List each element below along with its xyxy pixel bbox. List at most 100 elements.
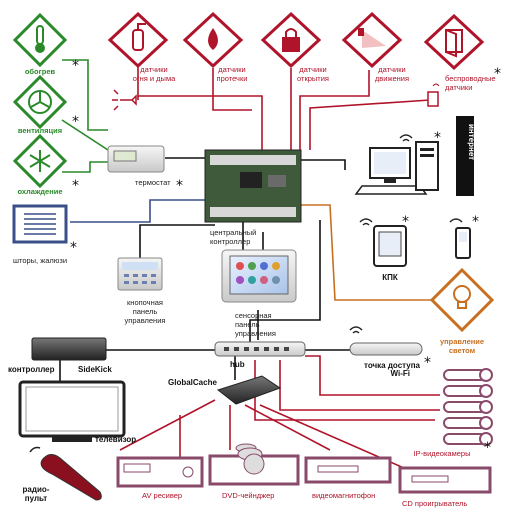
heating-frame <box>12 12 68 68</box>
open-sensor-label-1: датчики <box>299 65 326 74</box>
light-beam-icon <box>112 89 137 111</box>
wifi-ap-device <box>349 342 423 356</box>
star-heating: * <box>72 58 79 74</box>
phone-wifi-icon <box>449 218 463 223</box>
hub-node: hub <box>214 341 306 369</box>
keypad-buttons <box>124 274 156 284</box>
fire-smoke-sensor-node: датчики огня и дыма <box>107 11 176 83</box>
thermometer-icon <box>35 25 45 53</box>
cd-player-node: CD проигрыватель <box>398 466 492 508</box>
star-wifi-ap: * <box>424 355 431 371</box>
cooling-node: охлаждение <box>12 133 68 196</box>
leak-sensor-label-1: датчики <box>218 65 245 74</box>
star-ip-cameras: * <box>484 440 491 456</box>
ip-cameras-node: IP-видеокамеры <box>414 368 493 458</box>
globalcache-label: GlobalCache <box>168 378 217 387</box>
motion-beam-icon <box>358 28 386 48</box>
fire-extinguisher-icon <box>132 23 146 51</box>
touch-panel-screen <box>229 255 289 295</box>
wireless-sensor-label-2: датчики <box>445 83 472 92</box>
sidekick-label: контроллер <box>8 365 55 374</box>
internet-bar <box>456 116 474 196</box>
keypad-label-3: управления <box>125 316 166 325</box>
fire-sensor-label-2: огня и дыма <box>133 74 176 83</box>
lighting-label-2: светом <box>449 346 476 355</box>
pda-label: КПК <box>382 273 398 282</box>
av-receiver-label: AV ресивер <box>142 491 182 500</box>
internet-node: интернет <box>456 116 476 196</box>
lighting-label-1: управление <box>440 337 484 346</box>
motion-sensor-label-1: датчики <box>378 65 405 74</box>
controller-label-2: контроллер <box>210 237 250 246</box>
controller-label-1: центральный <box>210 228 256 237</box>
controller-chip <box>240 172 262 188</box>
controller-terminals-bottom <box>210 207 296 217</box>
snowflake-icon <box>29 150 51 172</box>
thermostat-node: термостат <box>107 145 171 187</box>
lighting-node: управление светом <box>429 267 495 355</box>
door-icon <box>445 29 463 58</box>
computer-node <box>354 134 439 195</box>
leak-sensor-node: датчики протечки <box>182 11 248 83</box>
star-cooling: * <box>72 178 79 194</box>
wifi-ap-node: точка доступа Wi-Fi <box>349 326 423 378</box>
open-sensor-node: датчики открытия <box>260 11 329 83</box>
pda-wifi-icon <box>359 218 373 226</box>
ap-wifi-icon <box>349 326 363 334</box>
wireless-device-icon <box>427 83 440 107</box>
controller-chip-2 <box>268 175 286 187</box>
keypad-node: кнопочная панель управления <box>117 257 166 325</box>
blinds-icon <box>24 213 56 235</box>
dvd-label: DVD-чейнджер <box>222 491 274 500</box>
ventilation-label: вентиляция <box>18 126 62 135</box>
disc-icon <box>235 443 265 475</box>
wifi-ap-label-2: Wi-Fi <box>391 369 410 378</box>
lock-icon <box>282 28 300 52</box>
vcr-node: видеомагнитофон <box>304 456 392 500</box>
wifi-ap-label-1: точка доступа <box>364 361 421 370</box>
fire-sensor-label-1: датчики <box>140 65 167 74</box>
camera-icon <box>443 368 493 446</box>
remote-node: радио- пульт <box>23 446 102 503</box>
ip-cameras-label: IP-видеокамеры <box>414 449 471 458</box>
av-receiver-node: AV ресивер <box>116 456 204 500</box>
cd-player-frame <box>398 466 492 494</box>
pda-node: КПК <box>359 218 407 282</box>
tv-node: телевизор <box>18 380 136 444</box>
remote-wifi-icon <box>29 446 41 453</box>
blinds-label: шторы, жалюзи <box>13 256 67 265</box>
hub-device <box>214 341 306 357</box>
star-ventilation: * <box>72 114 79 130</box>
keypad-display <box>122 262 158 270</box>
sidekick-name: SideKick <box>78 365 112 374</box>
fan-icon <box>28 90 52 114</box>
tv-stand <box>52 436 92 442</box>
hub-label: hub <box>230 360 245 369</box>
keypad-label-2: панель <box>133 307 158 316</box>
touch-panel-node: сенсорная панель управления <box>221 249 297 338</box>
controller-terminals-top <box>210 155 296 165</box>
remote-label-1: радио- <box>23 485 50 494</box>
remote-label-2: пульт <box>25 494 47 503</box>
star-markers: * * * * * * * * * * * <box>70 58 501 456</box>
star-wireless: * <box>494 66 501 82</box>
leak-sensor-label-2: протечки <box>217 74 248 83</box>
phone-screen <box>459 232 467 242</box>
hub-ports <box>224 347 289 351</box>
flashlight-node <box>112 89 137 111</box>
monitor-stand <box>384 178 396 183</box>
star-phone: * <box>472 214 479 230</box>
remote-device <box>40 454 102 501</box>
connection-lines <box>59 59 450 476</box>
open-sensor-label-2: открытия <box>297 74 329 83</box>
keyboard <box>354 185 428 195</box>
star-blinds: * <box>70 240 77 256</box>
vcr-label: видеомагнитофон <box>312 491 375 500</box>
blinds-node: шторы, жалюзи <box>12 204 68 265</box>
cooling-label: охлаждение <box>17 187 62 196</box>
cd-player-label: CD проигрыватель <box>402 499 467 508</box>
wireless-sensor-node: беспроводные датчики <box>423 13 496 107</box>
motion-sensor-label-2: движения <box>375 74 409 83</box>
monitor-screen <box>374 152 406 174</box>
